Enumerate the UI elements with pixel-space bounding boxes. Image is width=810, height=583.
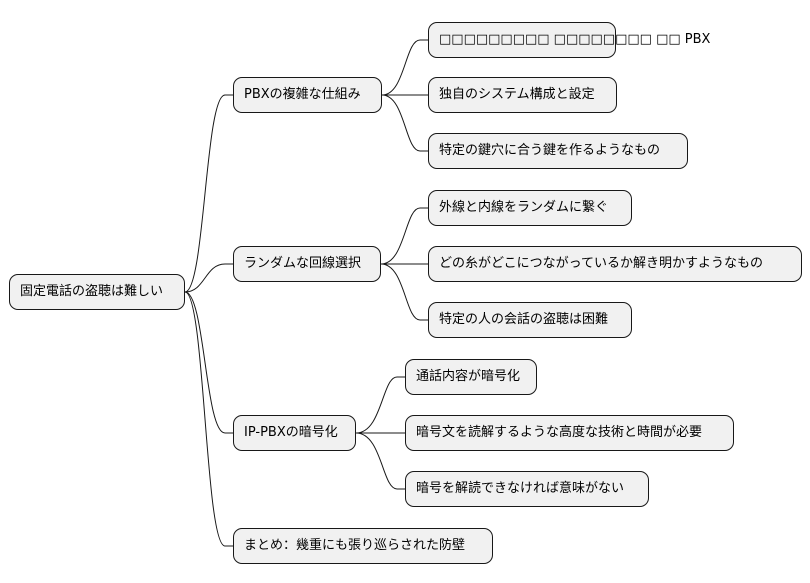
leaf-node: 外線と内線をランダムに繋ぐ xyxy=(428,190,632,226)
connector-root-branch-4 xyxy=(184,291,233,547)
branch-node-pbx: PBXの複雑な仕組み xyxy=(233,77,382,113)
leaf-node-label: 特定の人の会話の盗聴は困難 xyxy=(439,312,609,327)
leaf-node: 独自のシステム構成と設定 xyxy=(428,77,617,113)
branch-node-label: まとめ：幾重にも張り巡らされた防壁 xyxy=(244,538,466,553)
leaf-node-label: 暗号文を読解するような高度な技術と時間が必要 xyxy=(416,425,703,440)
leaf-node: 暗号を解読できなければ意味がない xyxy=(405,471,649,507)
branch-node-summary: まとめ：幾重にも張り巡らされた防壁 xyxy=(233,528,493,564)
root-node: 固定電話の盗聴は難しい xyxy=(9,274,185,310)
leaf-node-label: どの糸がどこにつながっているか解き明かすようなもの xyxy=(439,256,763,271)
leaf-node-label: 特定の鍵穴に合う鍵を作るようなもの xyxy=(439,143,661,158)
leaf-node: 暗号文を読解するような高度な技術と時間が必要 xyxy=(405,415,734,451)
leaf-node-label: 外線と内線をランダムに繋ぐ xyxy=(439,200,609,215)
leaf-node: 通話内容が暗号化 xyxy=(405,359,537,395)
connector-b3-c1 xyxy=(355,376,405,434)
connector-b2-c3 xyxy=(380,263,428,321)
branch-node-random-line: ランダムな回線選択 xyxy=(233,246,381,282)
connector-b3-c3 xyxy=(355,432,405,490)
branch-node-label: PBXの複雑な仕組み xyxy=(244,87,361,102)
leaf-node: □□□□□□□□□ □□□□□□□□ □□ PBX xyxy=(428,22,710,58)
connector-b1-c3 xyxy=(381,94,428,152)
connector-root-branch-2 xyxy=(184,263,233,293)
branch-node-label: IP-PBXの暗号化 xyxy=(244,425,338,440)
leaf-node-label: □□□□□□□□□ □□□□□□□□ □□ PBX xyxy=(439,32,711,47)
root-node-label: 固定電話の盗聴は難しい xyxy=(20,284,164,299)
leaf-node-label: 独自のシステム構成と設定 xyxy=(439,87,595,102)
branch-node-label: ランダムな回線選択 xyxy=(244,256,362,271)
branch-node-ip-pbx: IP-PBXの暗号化 xyxy=(233,415,356,451)
connector-b2-c1 xyxy=(380,207,428,265)
leaf-node-label: 通話内容が暗号化 xyxy=(416,369,521,384)
leaf-node: どの糸がどこにつながっているか解き明かすようなもの xyxy=(428,246,802,282)
leaf-node: 特定の鍵穴に合う鍵を作るようなもの xyxy=(428,133,688,169)
leaf-node-label: 暗号を解読できなければ意味がない xyxy=(416,481,625,496)
connector-b1-c1 xyxy=(381,39,428,96)
connector-root-branch-1 xyxy=(184,94,233,293)
connector-root-branch-3 xyxy=(184,291,233,434)
leaf-node: 特定の人の会話の盗聴は困難 xyxy=(428,302,632,338)
